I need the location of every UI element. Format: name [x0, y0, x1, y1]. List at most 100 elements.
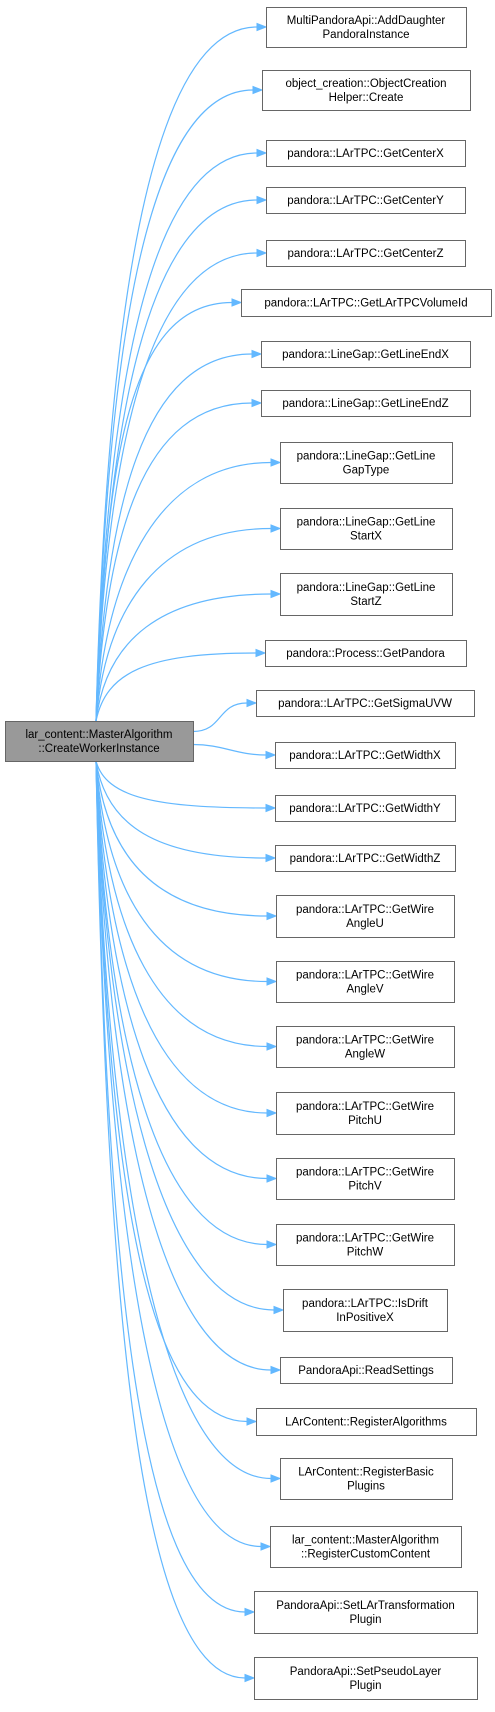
edge-arrowhead — [266, 1240, 278, 1249]
node-box — [280, 573, 453, 616]
callee-function-node[interactable]: pandora::LArTPC::GetWidthX — [275, 742, 456, 769]
node-box — [261, 341, 471, 368]
node-label-line: Plugins — [347, 1481, 385, 1493]
edge-arrowhead — [270, 524, 282, 533]
node-label-line: PitchU — [348, 1115, 382, 1127]
node-label-line: MultiPandoraApi::AddDaughter — [287, 15, 446, 27]
call-edge — [95, 760, 272, 1551]
edge-line — [95, 152, 258, 722]
edge-arrowhead — [270, 1474, 282, 1483]
call-edge — [95, 648, 267, 722]
node-label-line: pandora::LArTPC::GetLArTPCVolumeId — [264, 298, 467, 310]
callee-function-node[interactable]: object_creation::ObjectCreationHelper::C… — [262, 70, 471, 111]
callee-function-node[interactable]: PandoraApi::ReadSettings — [280, 1357, 453, 1384]
callee-function-node[interactable]: pandora::LArTPC::GetCenterZ — [266, 240, 466, 267]
edge-arrowhead — [256, 148, 268, 158]
callee-function-node[interactable]: lar_content::MasterAlgorithm::RegisterCu… — [270, 1526, 462, 1568]
edge-line — [192, 702, 248, 733]
call-edge — [192, 743, 277, 760]
edge-line — [95, 760, 272, 1480]
node-label-line: PandoraApi::SetPseudoLayer — [290, 1666, 442, 1678]
node-label-line: PandoraApi::ReadSettings — [298, 1365, 434, 1377]
node-box — [5, 721, 194, 762]
callee-function-node[interactable]: pandora::LineGap::GetLineEndX — [261, 341, 471, 368]
call-edge — [95, 760, 277, 863]
edge-line — [95, 760, 248, 1423]
edge-arrowhead — [266, 911, 278, 921]
root-function-node[interactable]: lar_content::MasterAlgorithm::CreateWork… — [5, 721, 194, 762]
call-edge — [95, 589, 282, 722]
callee-function-node[interactable]: LArContent::RegisterAlgorithms — [256, 1408, 477, 1436]
edge-line — [95, 760, 246, 1613]
node-label-line: lar_content::MasterAlgorithm — [292, 1535, 439, 1547]
node-label-line: pandora::LArTPC::GetCenterY — [287, 195, 444, 207]
edge-arrowhead — [265, 803, 277, 813]
node-box — [261, 390, 471, 417]
node-box — [275, 845, 456, 872]
callee-function-node[interactable]: pandora::LArTPC::GetLArTPCVolumeId — [241, 289, 492, 317]
call-edge — [95, 760, 278, 1051]
callee-function-node[interactable]: pandora::LArTPC::GetWidthZ — [275, 845, 456, 872]
node-label-line: pandora::LArTPC::GetWire — [296, 904, 434, 916]
edge-line — [192, 743, 267, 756]
callee-function-node[interactable]: pandora::LineGap::GetLineEndZ — [261, 390, 471, 417]
node-label-line: pandora::LArTPC::GetCenterX — [287, 148, 444, 160]
node-label-line: Plugin — [350, 1614, 382, 1626]
edge-arrowhead — [252, 85, 264, 95]
node-label-line: InPositiveX — [336, 1312, 394, 1324]
edge-arrowhead — [251, 398, 263, 408]
node-label-line: ::RegisterCustomContent — [301, 1549, 431, 1561]
node-box — [265, 640, 467, 667]
edge-line — [95, 402, 253, 722]
node-box — [276, 1158, 455, 1200]
edge-line — [95, 760, 267, 809]
node-label-line: pandora::LineGap::GetLineEndX — [282, 349, 449, 361]
node-label-line: Plugin — [350, 1680, 382, 1692]
node-label-line: pandora::LArTPC::GetSigmaUVW — [278, 698, 452, 710]
node-label-line: pandora::LineGap::GetLine — [297, 517, 436, 529]
node-label-line: pandora::LArTPC::IsDrift — [302, 1298, 429, 1310]
node-box — [266, 240, 466, 267]
node-box — [241, 289, 492, 317]
callee-function-node[interactable]: MultiPandoraApi::AddDaughterPandoraInsta… — [266, 7, 467, 48]
node-label-line: Helper::Create — [329, 92, 404, 104]
node-label-line: StartZ — [350, 596, 381, 608]
callee-function-node[interactable]: pandora::LArTPC::GetWidthY — [275, 795, 456, 822]
node-label-line: GapType — [343, 465, 390, 477]
call-edge — [95, 760, 258, 1426]
node-label-line: pandora::LArTPC::GetWidthX — [289, 750, 441, 762]
edge-arrowhead — [244, 1607, 256, 1617]
call-edge — [95, 760, 256, 1617]
node-box — [276, 961, 455, 1003]
node-label-line: pandora::LArTPC::GetWire — [296, 1101, 434, 1113]
callee-function-node[interactable]: pandora::LArTPC::GetCenterY — [266, 187, 466, 214]
node-box — [280, 442, 453, 484]
edge-arrowhead — [256, 22, 268, 32]
node-box — [275, 742, 456, 769]
callee-function-node[interactable]: pandora::Process::GetPandora — [265, 640, 467, 667]
call-edge — [95, 349, 263, 722]
edge-arrowhead — [251, 349, 263, 359]
callee-function-node[interactable]: pandora::LArTPC::GetSigmaUVW — [256, 690, 475, 717]
edge-line — [95, 760, 272, 1371]
edge-line — [95, 26, 258, 722]
node-box — [276, 1026, 455, 1068]
node-label-line: pandora::LineGap::GetLineEndZ — [282, 398, 448, 410]
node-label-line: PitchV — [348, 1181, 382, 1193]
node-box — [256, 690, 475, 717]
callee-function-node[interactable]: pandora::LArTPC::GetCenterX — [266, 140, 466, 167]
call-edge — [95, 760, 277, 813]
